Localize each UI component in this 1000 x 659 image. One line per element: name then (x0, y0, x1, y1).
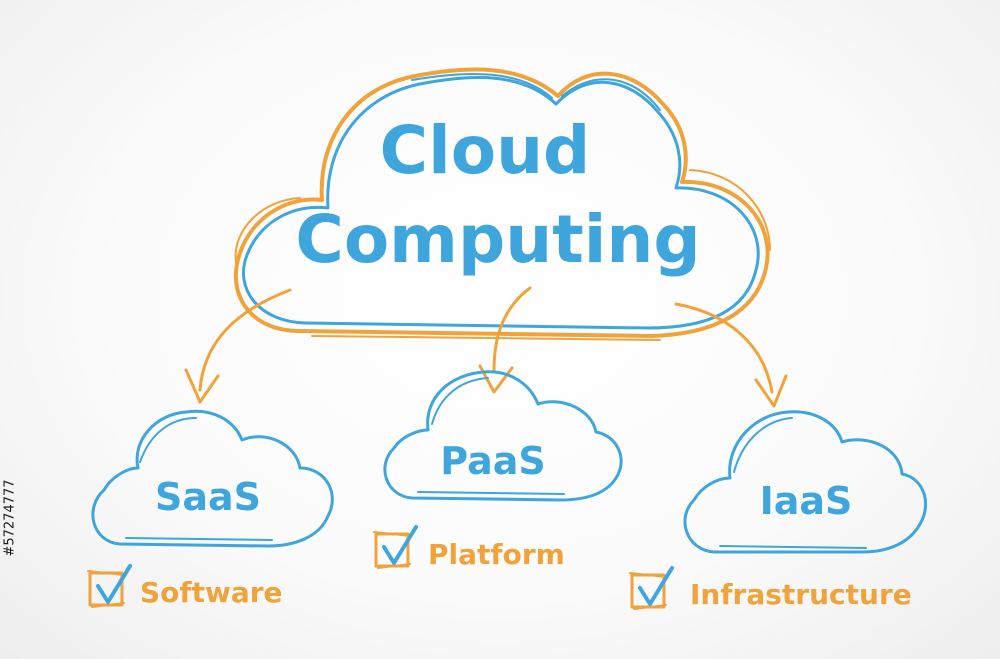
paas-label: PaaS (440, 439, 545, 483)
software-check-mark-icon (96, 564, 132, 604)
software-checkbox (87, 564, 132, 608)
iaas-cloud (683, 410, 928, 554)
infrastructure-label: Infrastructure (690, 578, 912, 611)
main-cloud-outline-blue (242, 75, 760, 330)
paas-cloud (383, 370, 623, 502)
main-cloud-outline-orange (233, 67, 770, 338)
platform-checkbox (373, 525, 418, 569)
stock-image-id: #57274777 (2, 479, 18, 557)
saas-label: SaaS (155, 475, 261, 519)
main-title-line1: Cloud (380, 112, 591, 189)
main-cloud-outline-orange-sketch (234, 169, 771, 341)
software-label: Software (140, 576, 283, 609)
stock-image-watermark: #57274777 (0, 418, 20, 618)
infrastructure-checkbox (629, 566, 674, 610)
main-cloud-outline-blue-sketch (411, 72, 661, 111)
saas-cloud (91, 409, 334, 548)
iaas-cloud-outline (683, 410, 928, 554)
main-title-line2: Computing (295, 201, 700, 278)
main-cloud (233, 67, 771, 341)
paas-cloud-outline (383, 370, 623, 502)
saas-cloud-outline (91, 409, 334, 548)
infrastructure-check-mark-icon (638, 566, 674, 606)
arrow-to-iaas (674, 302, 788, 408)
iaas-label: IaaS (760, 479, 853, 523)
arrow-to-saas (184, 288, 292, 404)
platform-check-mark-icon (382, 525, 418, 565)
platform-label: Platform (428, 538, 565, 571)
arrow-to-paas (478, 286, 532, 394)
